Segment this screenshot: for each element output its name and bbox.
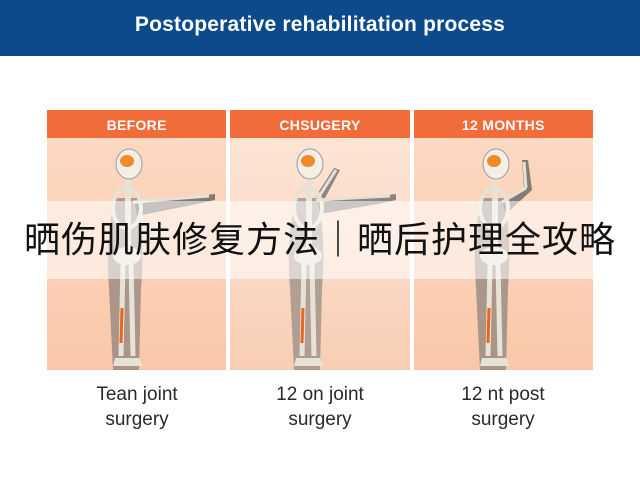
- caption-surgery: 12 on joint surgery: [230, 382, 410, 432]
- panel-label: 12 MONTHS: [413, 110, 593, 138]
- caption-line: 12 on joint: [276, 384, 364, 405]
- caption-before: Tean joint surgery: [47, 382, 227, 432]
- caption-line: 12 nt post: [461, 384, 545, 405]
- caption-line: surgery: [105, 409, 169, 430]
- caption-line: Tean joint: [96, 384, 178, 405]
- overlay-band: [0, 201, 640, 279]
- panel-label: CHSUGERY: [230, 110, 410, 138]
- header-bar: [0, 0, 640, 56]
- caption-line: surgery: [471, 409, 535, 430]
- overlay-title: 晒伤肌肤修复方法｜晒后护理全攻略: [23, 219, 616, 260]
- caption-12-months: 12 nt post surgery: [413, 382, 593, 432]
- caption-line: surgery: [288, 409, 352, 430]
- page-title: Postoperative rehabilitation process: [134, 13, 506, 36]
- panel-label: BEFORE: [47, 110, 227, 138]
